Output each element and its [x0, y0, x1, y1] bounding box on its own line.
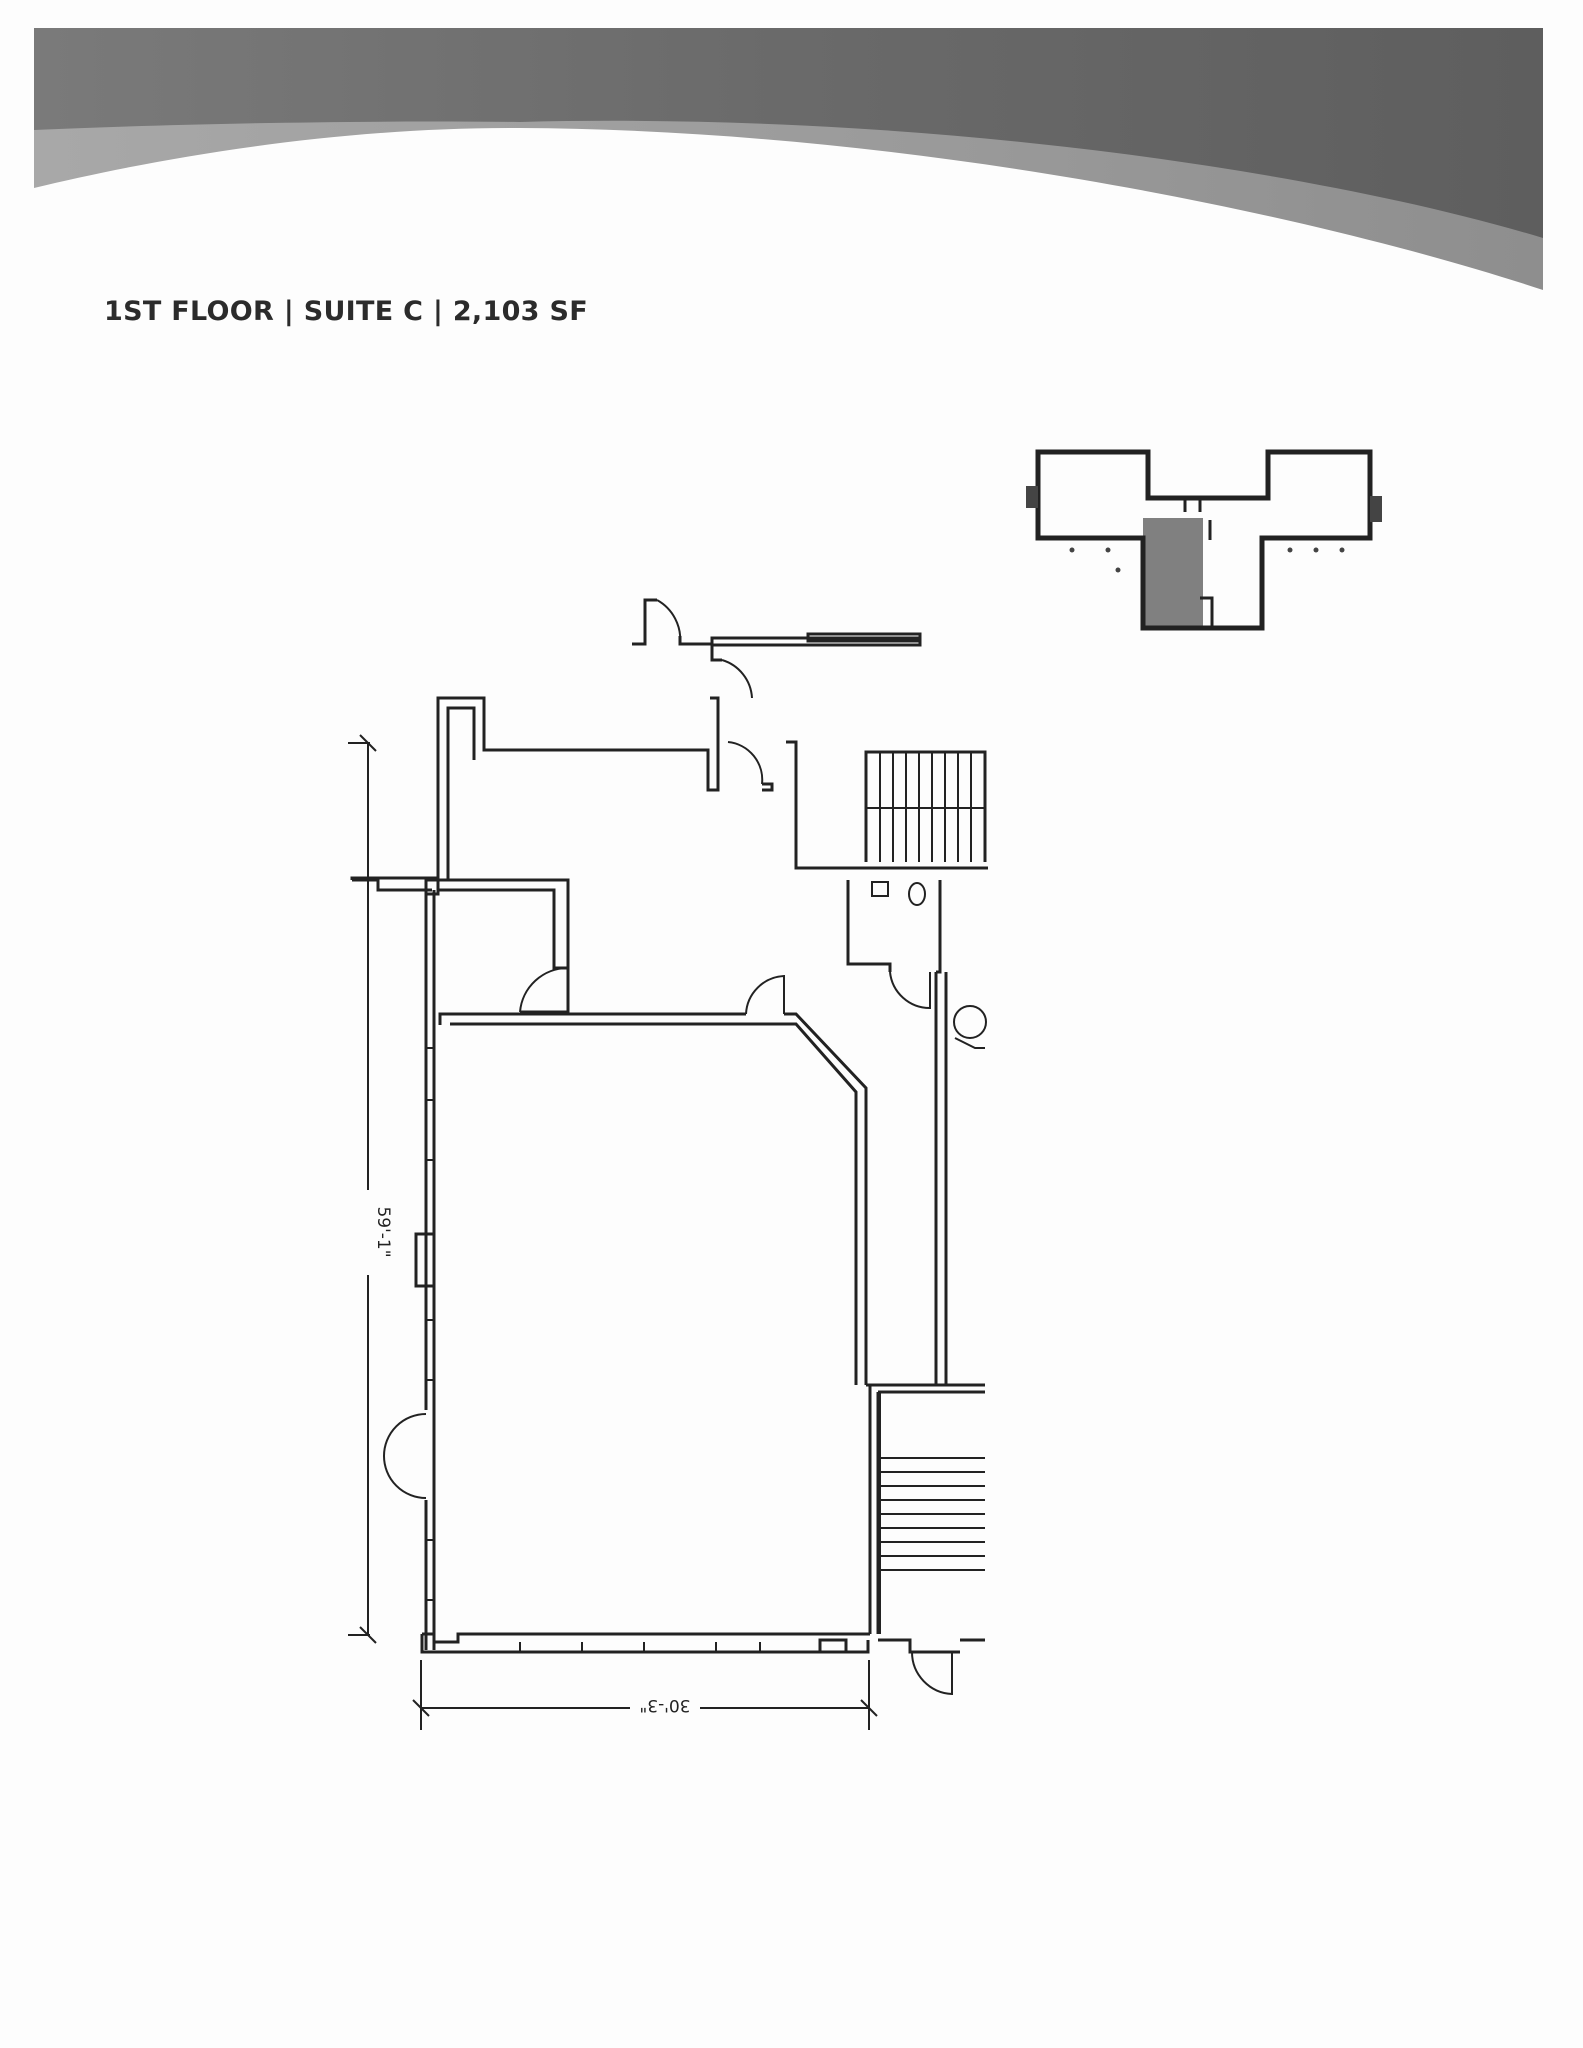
door-swing-exit [910, 1651, 953, 1696]
key-plan [1026, 449, 1382, 631]
door-swing-restroom [889, 971, 931, 1010]
sink-icon [871, 881, 889, 897]
key-plan-stair-left [1026, 486, 1038, 508]
banner-dark-band [34, 28, 1543, 238]
stair-upper [864, 750, 987, 862]
bottom-mullion [818, 1638, 848, 1654]
storefront-wall [350, 876, 440, 1650]
door-swing-main [745, 974, 785, 1015]
door-swing-office [519, 966, 569, 1013]
key-plan-outline [1035, 449, 1373, 631]
bottom-wall [420, 1385, 985, 1696]
door-swing-vestibule [656, 599, 682, 645]
door-swing-corridor [721, 659, 753, 699]
column-icon [953, 1005, 987, 1039]
door-swing-storefront-bottom [383, 1455, 427, 1499]
door-swing-storefront-top [383, 1413, 427, 1457]
page-title: 1ST FLOOR | SUITE C | 2,103 SF [104, 296, 588, 327]
door-swing-lobby [727, 741, 764, 785]
dimension-vertical-line [348, 734, 377, 1644]
toilet-icon [908, 882, 926, 906]
stair-lower [866, 1383, 985, 1634]
dimension-vertical-label: 59'-1" [373, 1206, 393, 1257]
dimension-horizontal-line [412, 1660, 878, 1730]
dimension-horizontal-label: 30'-3" [639, 1695, 690, 1715]
key-plan-inner-walls [1183, 498, 1214, 628]
key-plan-stair-right [1370, 496, 1382, 522]
entry-vestibule [632, 598, 922, 699]
small-office [438, 878, 570, 1014]
restroom [846, 880, 942, 1010]
header-banner [34, 28, 1543, 290]
service-corridor [934, 972, 987, 1385]
key-plan-markers [1069, 547, 1345, 573]
upper-corridor [436, 696, 988, 880]
main-suite [438, 974, 868, 1385]
storefront-mullion [414, 1232, 436, 1288]
key-plan-highlight-suite [1143, 518, 1203, 630]
